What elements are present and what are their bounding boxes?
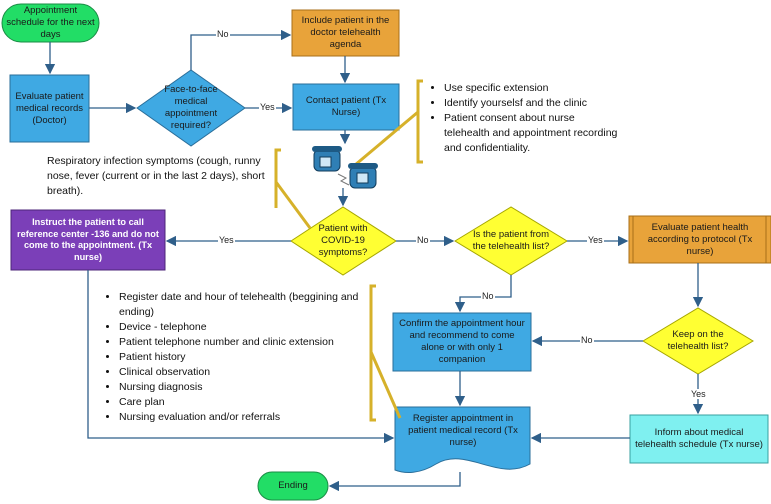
contact-note-pointer	[354, 110, 419, 167]
register-note-item: Nursing evaluation and/or referrals	[119, 410, 368, 425]
contact-patient-box	[292, 83, 400, 131]
instruct-call-label: Instruct the patient to call reference c…	[17, 217, 159, 262]
edge-label-no-keep: No	[580, 335, 594, 345]
contact-note-item: Patient consent about nurse telehealth a…	[444, 111, 618, 156]
contact-note-item: Use specific extension	[444, 81, 618, 96]
register-note-item: Patient telephone number and clinic exte…	[119, 335, 368, 350]
contact-note-item: Identify yourselsf and the clinic	[444, 96, 618, 111]
confirm-appointment-box	[392, 312, 532, 372]
covid-label: Patient with COVID-19 symptoms?	[318, 223, 368, 258]
connector-instruct-to-register	[87, 270, 395, 444]
symptoms-note-pointer	[274, 181, 312, 229]
register-record-label: Register appointment in patient medical …	[408, 413, 518, 448]
inform-schedule-label: Inform about medical telehealth schedule…	[635, 427, 763, 450]
symptoms-note-bracket	[274, 148, 281, 208]
keep-list-label: Keep on the telehealth list?	[667, 329, 729, 352]
end-label: Ending	[278, 480, 308, 491]
evaluate-health-box	[628, 215, 771, 264]
evaluate-records-label: Evaluate patient medical records (Doctor…	[15, 90, 84, 126]
contact-note: Use specific extension Identify yoursels…	[428, 81, 618, 156]
call-link-icon	[337, 173, 350, 186]
telephone-icon	[312, 146, 342, 172]
inform-schedule-box	[629, 414, 769, 464]
include-agenda-box	[291, 9, 400, 57]
register-note-item: Device - telephone	[119, 320, 368, 335]
confirm-appointment-label: Confirm the appointment hour and recomme…	[399, 318, 525, 365]
register-note-item: Patient history	[119, 350, 368, 365]
edge-label-no-list: No	[481, 291, 495, 301]
telephone-icon	[348, 163, 378, 189]
keep-list-decision	[642, 307, 754, 375]
evaluate-health-label: Evaluate patient health according to pro…	[647, 221, 753, 257]
connector-register-to-end	[328, 472, 461, 492]
include-agenda-label: Include patient in the doctor telehealth…	[301, 15, 390, 50]
edge-label-yes-keep: Yes	[690, 389, 707, 399]
register-note: Register date and hour of telehealth (be…	[103, 290, 368, 425]
evaluate-records-box	[9, 74, 90, 143]
edge-label-no-covid: No	[416, 235, 430, 245]
register-note-item: Register date and hour of telehealth (be…	[119, 290, 368, 320]
end-terminator	[257, 471, 329, 501]
register-note-item: Care plan	[119, 395, 368, 410]
edge-label-yes-face: Yes	[259, 102, 276, 112]
register-note-item: Clinical observation	[119, 365, 368, 380]
connector-no-to-agenda	[190, 29, 292, 70]
symptoms-note: Respiratory infection symptoms (cough, r…	[47, 155, 265, 197]
register-note-pointer	[369, 351, 402, 419]
edge-label-yes-covid: Yes	[218, 235, 235, 245]
instruct-call-box	[10, 209, 166, 271]
start-label: Appointment schedule for the next days	[6, 5, 95, 40]
edge-label-yes-list: Yes	[587, 235, 604, 245]
contact-note-bracket	[416, 79, 423, 164]
register-note-item: Nursing diagnosis	[119, 380, 368, 395]
telehealth-list-label: Is the patient from the telehealth list?	[472, 229, 550, 252]
face-to-face-label: Face-to-face medical appointment require…	[164, 84, 218, 131]
edge-label-no-face: No	[216, 29, 230, 39]
contact-patient-label: Contact patient (Tx Nurse)	[305, 95, 387, 118]
register-record-document	[394, 406, 531, 473]
